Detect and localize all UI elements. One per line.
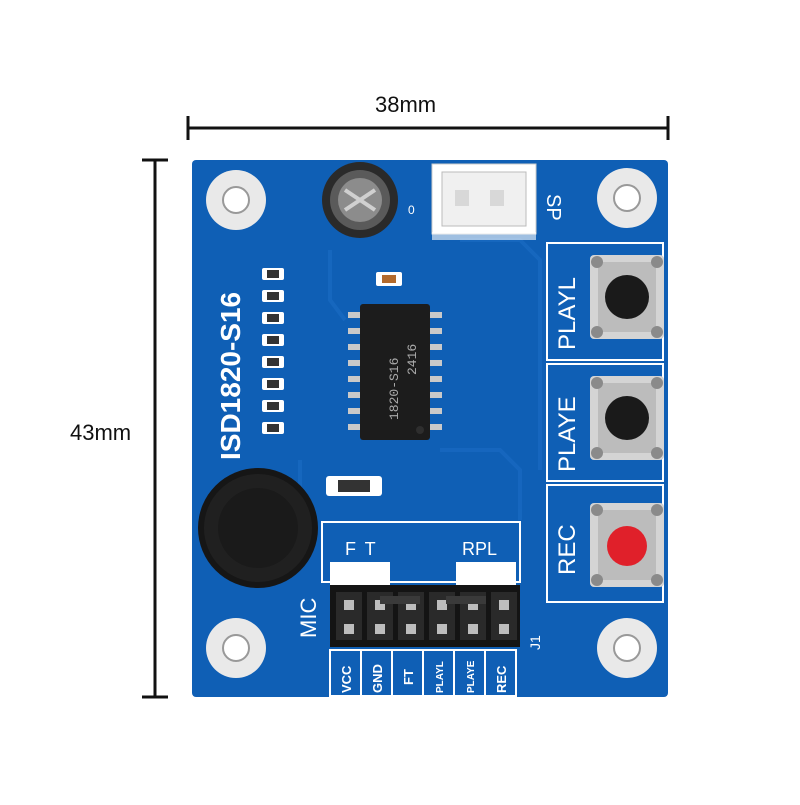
pin-label-vcc: VCC <box>339 665 354 693</box>
chip-marking-line2: 2416 <box>405 344 420 375</box>
pin-label-playe: PLAYE <box>466 660 477 693</box>
speaker-label: SP <box>542 194 564 221</box>
pin-label-playl: PLAYL <box>435 661 446 693</box>
jumper-rpl-label: RPL <box>462 539 497 559</box>
smd-component-top <box>376 272 402 286</box>
height-dimension-label: 43mm <box>70 420 132 445</box>
jumper-ft-label: F T <box>345 539 378 559</box>
jumper-area <box>321 521 521 583</box>
smd-resistor-bodies <box>267 270 279 432</box>
button-label-playl: PLAYL <box>554 277 581 350</box>
mounting-hole-top-right <box>597 168 657 228</box>
electrolytic-capacitor: 0 <box>322 162 415 238</box>
chip-marking-line1: 1820-S16 <box>387 358 402 420</box>
height-dimension-line <box>142 158 168 699</box>
playl-button[interactable] <box>590 255 664 339</box>
button-label-rec: REC <box>554 524 581 575</box>
rec-button-cap[interactable] <box>607 526 647 566</box>
playe-button[interactable] <box>590 376 664 460</box>
pin-label-boxes <box>329 649 517 697</box>
model-label: ISD1820-S16 <box>215 292 246 460</box>
rec-button[interactable] <box>590 503 664 587</box>
mounting-hole-top-left <box>206 170 266 230</box>
mounting-hole-bottom-right <box>597 618 657 678</box>
pin-label-ft: FT <box>401 669 416 685</box>
width-dimension-label: 38mm <box>375 92 437 117</box>
pin-label-gnd: GND <box>370 664 385 693</box>
jumper-pads <box>330 562 516 586</box>
smd-component-mid <box>326 476 382 496</box>
mounting-hole-bottom-left <box>206 618 266 678</box>
speaker-connector: SP <box>431 163 564 240</box>
mic-label: MIC <box>296 598 321 638</box>
microphone <box>198 468 318 588</box>
button-label-playe: PLAYE <box>554 396 581 472</box>
capacitor-marking: 0 <box>408 203 415 217</box>
playe-button-cap[interactable] <box>605 396 649 440</box>
isd1820-ic-chip: 1820-S16 2416 <box>348 304 442 440</box>
playl-button-cap[interactable] <box>605 275 649 319</box>
width-dimension-line <box>186 116 670 140</box>
pin-header <box>330 585 520 647</box>
pin-label-rec: REC <box>494 665 509 693</box>
header-label: J1 <box>527 635 543 650</box>
